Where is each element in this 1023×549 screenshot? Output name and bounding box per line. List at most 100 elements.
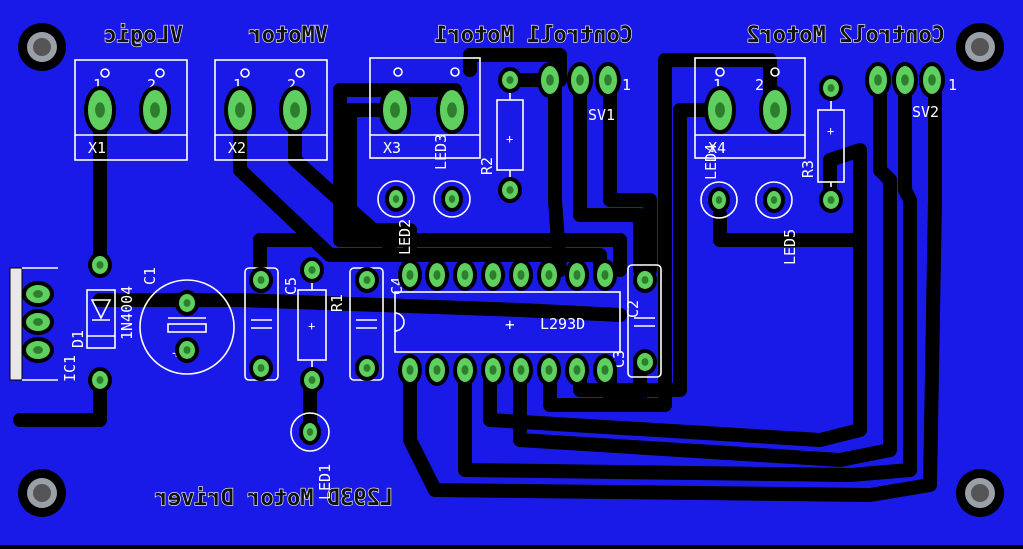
track-gnd-left [13,373,107,427]
track-motor2-b [543,53,777,412]
x2-pin2: 2 [287,76,296,94]
sv1-label: SV1 [588,106,615,124]
pad-drill-hole [363,364,371,372]
led-5: LED5 [755,181,799,265]
pad-drill-hole [306,428,314,436]
pad-drill-hole [33,318,43,326]
pad-drill-hole [573,365,581,375]
pad-drill-hole [447,102,457,118]
terminal-x4: 1 2 X4 [694,57,806,159]
x4-pin1: 1 [713,76,722,94]
pad-drill-hole [489,270,497,280]
pad-drill-hole [33,346,43,354]
track-sv2-b [458,73,917,482]
pad-drill-hole [235,102,245,118]
led-4: LED4 [700,144,738,219]
pad-drill-hole [506,76,514,84]
pad-drill-hole [433,270,441,280]
pad-drill-hole [517,365,525,375]
pad-drill-hole [517,270,525,280]
x1-pin2: 2 [147,76,156,94]
x4-label: X4 [708,139,726,157]
pad-drill-hole [461,270,469,280]
c2b-label: C2 [624,300,642,318]
led1-label: LED1 [316,464,334,500]
pad-drill-hole [308,376,316,384]
terminal-x2: 1 2 X2 [214,59,328,161]
pad-drill-hole [641,276,649,284]
track-mid-bus [93,293,627,322]
pad-drill-hole [827,196,835,204]
header-sv2: SV2 1 [912,76,957,121]
pad-drill-hole [308,266,316,274]
pad-drill-hole [183,299,191,307]
pad-drill-hole [96,376,104,384]
led5-label: LED5 [781,229,799,265]
led-1: LED1 [290,412,334,500]
pad-drill-hole [95,102,105,118]
c5-label: C5 [282,277,300,295]
pad-drill-hole [363,276,371,284]
track-sv2-a [513,73,897,467]
x1-label: X1 [88,139,106,157]
pad-drill-hole [601,365,609,375]
led4-label: LED4 [702,144,720,180]
pad-drill-hole [290,102,300,118]
led2-label: LED2 [396,219,414,255]
l293d-label: L293D [540,315,585,333]
led-2: LED2 [377,180,415,255]
sv2-pin1: 1 [948,76,957,94]
label-control1: Control1 Motor1 [434,23,633,48]
pad-drill-hole [390,102,400,118]
pad-drill-hole [257,364,265,372]
pad-drill-hole [545,365,553,375]
sv1-pin1: 1 [622,76,631,94]
pad-drill-hole [257,276,265,284]
diode-d1: D1 1N4004 [69,286,136,349]
track-c3 [603,353,647,407]
track-c2 [253,233,317,282]
pad-drill-hole [33,290,43,298]
led-3: LED3 [432,134,471,218]
svg-text:+: + [827,124,834,138]
pad-drill-hole [770,196,778,204]
track-r3 [483,143,867,447]
track-led4 [713,208,867,247]
pad-drill-hole [392,195,400,203]
ic1-label: IC1 [61,355,79,382]
pad-drill-hole [928,74,936,86]
label-vmotor: VMotor [249,23,328,48]
mounting-holes [18,23,1004,517]
x1-pin1: 1 [93,76,102,94]
sv2-label: SV2 [912,103,939,121]
pad-drill-hole [874,74,882,86]
track-vmotor-a [233,103,607,277]
pad-drill-hole [183,346,191,354]
pad-drill-hole [406,365,414,375]
regulator-ic1: IC1 [9,267,79,382]
x2-pin1: 1 [233,76,242,94]
svg-text:+: + [506,132,513,146]
track-sv1-c [603,73,657,277]
d1-label: D1 [69,330,87,348]
pad-drill-hole [604,74,612,86]
track-sv1-a [548,73,567,277]
terminal-x1: 1 2 X1 [74,59,188,161]
pad-drill-hole [461,365,469,375]
solder-pads [22,62,945,445]
x2-label: X2 [228,139,246,157]
header-sv1: SV1 1 [588,76,631,124]
r1-label: R1 [328,294,346,312]
pad-drill-hole [96,261,104,269]
label-vlogic: VLogic [104,23,183,48]
led3-label: LED3 [432,134,450,170]
pad-drill-hole [827,84,835,92]
pad-drill-hole [901,74,909,86]
pad-drill-hole [545,270,553,280]
svg-text:+: + [308,319,315,333]
pad-drill-hole [448,195,456,203]
label-footer: L293D Motor Driver [155,486,393,511]
pad-drill-hole [715,102,725,118]
